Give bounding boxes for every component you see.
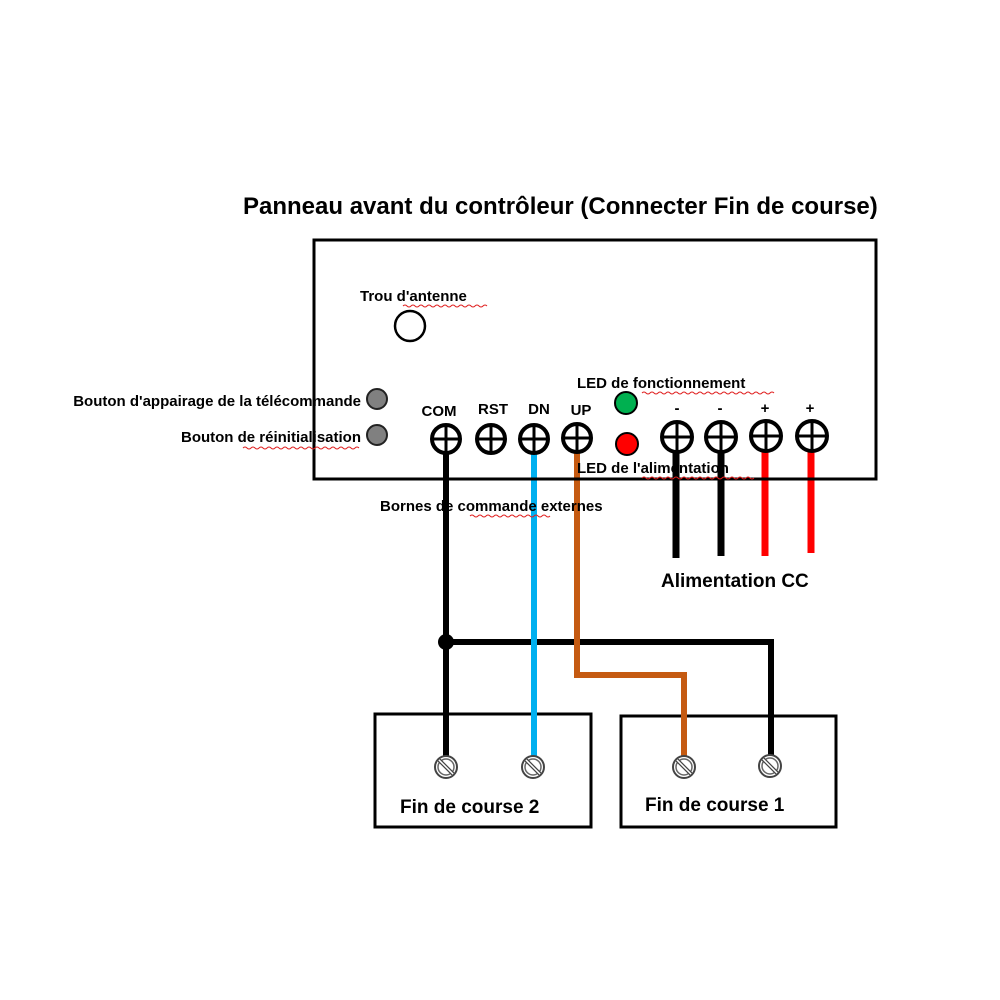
reset-button-label: Bouton de réinitialisation [181,429,361,446]
terminal-label-up: UP [571,402,592,419]
terminal-positive-1-screw-icon[interactable] [749,419,783,453]
diagram-title: Panneau avant du contrôleur (Connecter F… [243,193,878,220]
terminal-label-dn: DN [528,401,550,418]
terminal-label-positive-2: + [806,400,815,417]
antenna-label: Trou d'antenne [360,288,467,305]
terminal-com-screw-icon[interactable] [430,423,462,455]
terminal-rst-screw-icon[interactable] [475,423,507,455]
led-power-icon [615,432,639,456]
limit-switch-1-screw-2-icon [758,754,782,778]
terminal-label-negative-1: - [675,400,680,417]
terminal-label-com: COM [422,403,457,420]
terminal-label-rst: RST [478,401,508,418]
pairing-button-label: Bouton d'appairage de la télécommande [73,393,361,410]
limit-switch-2-screw-1-icon [434,755,458,779]
limit-switch-1-screw-1-icon [672,755,696,779]
spellcheck-underline [469,514,551,518]
spellcheck-underline [242,446,360,450]
terminal-negative-1-screw-icon[interactable] [660,420,694,454]
spellcheck-underline [402,304,488,308]
limit-switch-1 [619,714,838,829]
limit-switch-2-label: Fin de course 2 [400,797,539,818]
spellcheck-underline [641,391,775,395]
limit-switch-2-screw-2-icon [521,755,545,779]
led-run-label: LED de fonctionnement [577,375,745,392]
terminal-dn-screw-icon[interactable] [518,423,550,455]
screw-terminals [430,419,829,455]
terminal-label-positive-1: + [761,400,770,417]
terminal-positive-2-screw-icon[interactable] [795,419,829,453]
reset-button[interactable] [366,424,388,446]
terminal-negative-2-screw-icon[interactable] [704,420,738,454]
spellcheck-underline [641,476,755,480]
pairing-button[interactable] [366,388,388,410]
led-run-icon [614,391,638,415]
antenna-hole-icon [393,309,427,343]
terminal-up-screw-icon[interactable] [561,422,593,454]
wire-com-branch [446,639,774,762]
terminal-label-negative-2: - [718,400,723,417]
external-terminals-label: Bornes de commande externes [380,498,603,515]
controller-panel [312,238,878,481]
led-power-label: LED de l'alimentation [577,460,729,477]
limit-switch-2 [373,712,593,829]
power-supply-label: Alimentation CC [661,571,809,592]
junction-dot [438,634,454,650]
limit-switch-1-label: Fin de course 1 [645,795,785,816]
